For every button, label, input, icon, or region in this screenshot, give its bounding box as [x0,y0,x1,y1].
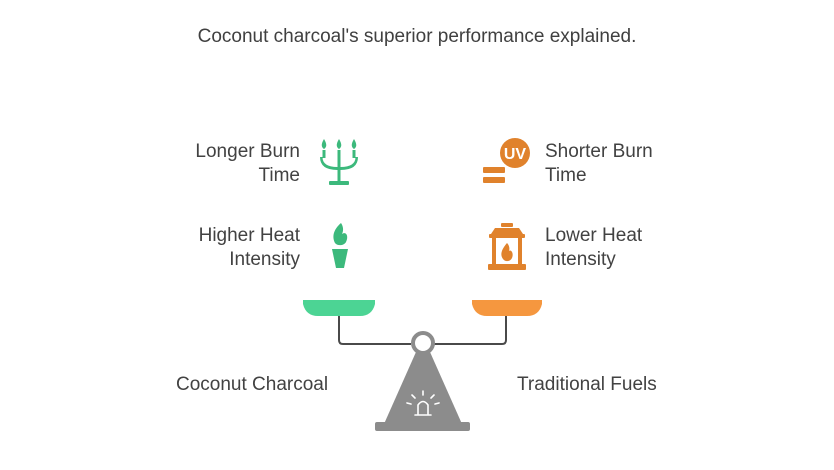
torch-icon [332,223,348,268]
right-pan [472,300,542,316]
lower-heat-intensity-label: Lower Heat Intensity [545,225,643,270]
uv-icon: UV [483,138,530,183]
left-pan [303,300,375,316]
candelabra-icon [320,139,358,185]
uv-icon-text: UV [504,146,527,163]
left-beam [338,316,411,345]
scale-pivot [411,331,435,355]
scale-base [375,422,470,431]
scale-stand [384,352,462,424]
coconut-charcoal-label: Coconut Charcoal [176,374,329,395]
siren-icon [406,390,440,416]
longer-burn-time-label: Longer Burn Time [195,141,300,186]
lantern-icon [488,223,526,270]
diagram-title: Coconut charcoal's superior performance … [197,26,637,47]
shorter-burn-time-label: Shorter Burn Time [545,141,653,186]
higher-heat-intensity-label: Higher Heat Intensity [198,225,300,270]
right-beam [434,316,507,345]
traditional-fuels-label: Traditional Fuels [517,374,657,395]
